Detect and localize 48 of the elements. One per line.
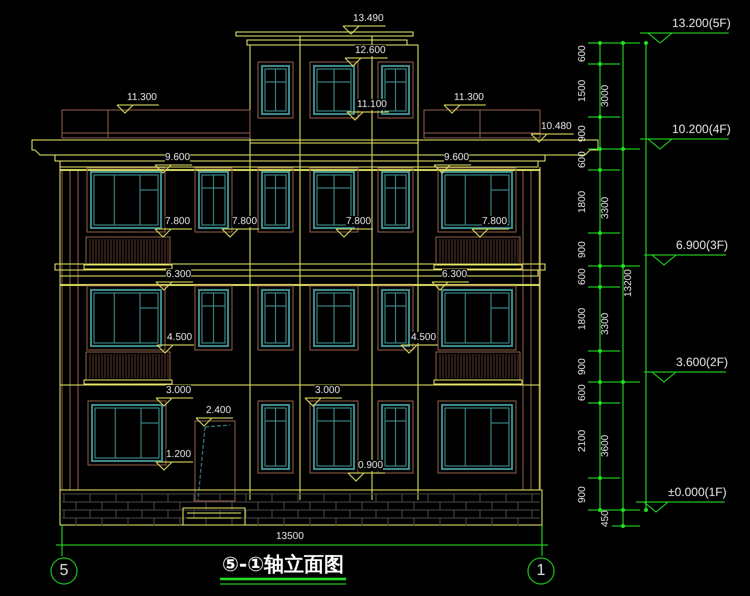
floor-level-label: 13.200(5F) (672, 18, 731, 29)
floor-level-label: 3.600(2F) (676, 357, 728, 368)
dimension-label: 900 (577, 486, 588, 502)
elevation-label: 6.300 (442, 269, 468, 280)
dimension-label: 600 (577, 384, 588, 401)
elevation-label: 2.400 (206, 405, 232, 416)
elevation-label: 3.000 (166, 385, 192, 396)
elevation-label: 7.800 (165, 216, 190, 227)
dimension-label: 450 (600, 510, 611, 526)
elevation-label: 9.600 (165, 152, 190, 163)
dimension-label: 1800 (577, 190, 588, 212)
axis-number: 5 (60, 562, 68, 580)
dimension-label: 600 (577, 268, 588, 285)
elevation-label: 11.100 (357, 99, 387, 110)
elevation-label: 10.480 (541, 121, 572, 132)
drawing-title: ⑤-①轴立面图 (222, 552, 344, 576)
axis-number: 1 (536, 562, 546, 580)
elevation-label: 7.800 (482, 216, 508, 227)
elevation-label: 0.900 (358, 460, 384, 471)
elevation-label: 11.300 (127, 92, 157, 103)
elevation-label: 4.500 (411, 332, 436, 343)
elevation-label: 7.800 (346, 216, 372, 227)
elevation-label: 13.490 (353, 13, 384, 24)
dimension-label: 3300 (600, 196, 611, 218)
elevation-label: 1.200 (166, 449, 192, 460)
dimension-label: 600 (577, 151, 588, 168)
floor-level-label: ±0.000(1F) (668, 487, 727, 498)
elevation-label: 3.000 (315, 385, 340, 396)
dimension-label: 3000 (600, 84, 611, 107)
dimension-label: 600 (577, 45, 588, 62)
elevation-label: 11.300 (454, 92, 484, 103)
dimension-label: 1800 (577, 308, 588, 330)
floor-level-label: 10.200(4F) (672, 124, 731, 135)
elevation-label: 6.300 (166, 269, 192, 280)
dimension-label: 13500 (276, 531, 304, 542)
elevation-label: 7.800 (232, 216, 258, 227)
dimension-label: 1500 (577, 79, 588, 102)
dimension-label: 900 (577, 124, 588, 142)
floor-level-label: 6.900(3F) (676, 240, 728, 251)
dimension-label: 2100 (577, 429, 588, 452)
dimension-label: 13200 (623, 269, 634, 297)
dimension-label: 3300 (600, 312, 611, 335)
dimension-label: 3600 (600, 434, 611, 457)
elevation-label: 12.600 (355, 45, 386, 56)
elevation-label: 4.500 (167, 332, 192, 343)
dimension-label: 900 (577, 241, 588, 258)
elevation-label: 9.600 (444, 152, 470, 163)
dimension-label: 900 (577, 358, 588, 375)
